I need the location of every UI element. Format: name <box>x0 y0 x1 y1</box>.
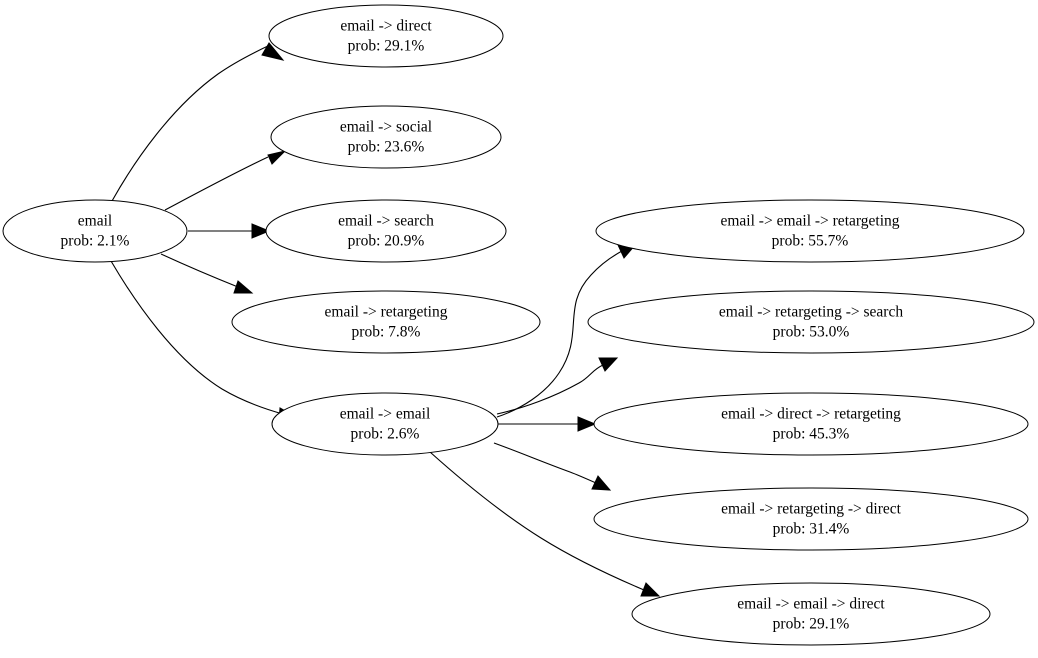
node-prob-label: prob: 55.7% <box>772 233 849 250</box>
node-path-label: email -> email <box>340 406 431 423</box>
node-path-label: email -> social <box>340 119 432 136</box>
node-prob-label: prob: 53.0% <box>773 324 850 341</box>
graph-node[interactable]: email -> social prob: 23.6% <box>270 105 502 169</box>
node-prob-label: prob: 2.1% <box>61 233 130 250</box>
node-path-label: email -> email -> direct <box>737 596 885 613</box>
node-ellipse[interactable] <box>271 392 499 456</box>
edge-arrowhead-icon <box>233 280 254 294</box>
graph-node[interactable]: email prob: 2.1% <box>2 199 188 263</box>
edge-arrowhead-icon <box>591 475 612 491</box>
node-path-label: email -> search <box>338 213 434 230</box>
edge-line <box>496 364 604 415</box>
node-ellipse[interactable] <box>231 290 541 354</box>
node-prob-label: prob: 20.9% <box>348 233 425 250</box>
nodes-layer: email prob: 2.1% email -> direct prob: 29.1… <box>2 4 1035 646</box>
graph-node[interactable]: email -> search prob: 20.9% <box>265 199 507 263</box>
edge-arrowhead-icon <box>251 223 271 239</box>
edge-arrowhead-icon <box>598 357 619 372</box>
edge-arrowhead-icon <box>267 150 287 165</box>
node-prob-label: prob: 7.8% <box>352 324 421 341</box>
node-path-label: email -> direct -> retargeting <box>721 406 901 423</box>
node-path-label: email -> email -> retargeting <box>720 213 899 230</box>
graph-node[interactable]: email -> direct prob: 29.1% <box>268 4 504 68</box>
edge-line <box>160 253 239 288</box>
edge-line <box>164 156 269 211</box>
node-path-label: email -> direct <box>340 18 432 35</box>
graph-edge <box>111 42 285 202</box>
node-ellipse[interactable] <box>593 487 1029 551</box>
node-prob-label: prob: 29.1% <box>348 38 425 55</box>
edge-line <box>110 260 284 415</box>
edge-arrowhead-icon <box>261 42 285 61</box>
graph-edge <box>429 451 661 597</box>
node-ellipse[interactable] <box>593 392 1029 456</box>
edge-line <box>429 451 645 591</box>
graph-node[interactable]: email -> direct -> retargeting prob: 45.3… <box>593 392 1029 456</box>
graph-node[interactable]: email -> email prob: 2.6% <box>271 392 499 456</box>
node-prob-label: prob: 29.1% <box>773 616 850 633</box>
graph-edge <box>496 357 619 415</box>
graph-node[interactable]: email -> retargeting -> search prob: 53.0… <box>587 290 1035 354</box>
node-ellipse[interactable] <box>631 582 991 646</box>
graph-node[interactable]: email -> retargeting prob: 7.8% <box>231 290 541 354</box>
node-path-label: email -> retargeting -> direct <box>721 501 902 518</box>
node-path-label: email <box>78 213 112 230</box>
node-path-label: email -> retargeting -> search <box>719 304 903 321</box>
graph-node[interactable]: email -> retargeting -> direct prob: 31.4… <box>593 487 1029 551</box>
node-ellipse[interactable] <box>587 290 1035 354</box>
node-prob-label: prob: 45.3% <box>773 426 850 443</box>
node-ellipse[interactable] <box>270 105 502 169</box>
node-prob-label: prob: 23.6% <box>348 139 425 156</box>
graph-node[interactable]: email -> email -> direct prob: 29.1% <box>631 582 991 646</box>
edge-line <box>111 44 271 202</box>
graph-edge <box>498 416 597 432</box>
node-ellipse[interactable] <box>595 199 1025 263</box>
edge-arrowhead-icon <box>577 416 597 432</box>
edge-line <box>496 250 623 418</box>
node-prob-label: prob: 31.4% <box>773 521 850 538</box>
graph-edge <box>164 150 287 211</box>
node-ellipse[interactable] <box>2 199 188 263</box>
node-ellipse[interactable] <box>265 199 507 263</box>
edges-layer <box>110 42 661 597</box>
edge-line <box>493 442 597 484</box>
node-prob-label: prob: 2.6% <box>351 426 420 443</box>
graph-edge <box>493 442 612 491</box>
graph-edge <box>188 223 271 239</box>
edge-arrowhead-icon <box>640 582 661 597</box>
node-ellipse[interactable] <box>268 4 504 68</box>
graph-node[interactable]: email -> email -> retargeting prob: 55.7% <box>595 199 1025 263</box>
node-path-label: email -> retargeting <box>325 304 448 321</box>
graph-edge <box>160 253 254 294</box>
